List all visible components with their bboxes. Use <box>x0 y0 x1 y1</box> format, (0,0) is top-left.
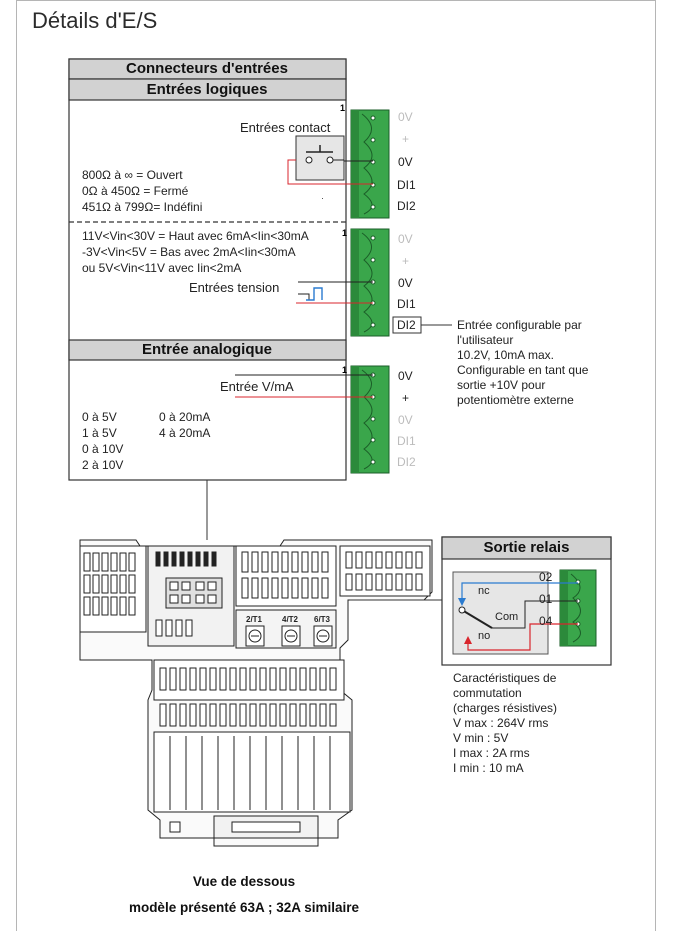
logic-inputs-header <box>68 78 347 101</box>
contact-pin-di1: DI1 <box>397 178 416 192</box>
analog-pin-0v-a: 0V <box>398 369 413 383</box>
analog-input-title: Entrée analogique <box>141 341 273 358</box>
voltage-pulse <box>306 287 323 301</box>
di2-note-3: 10.2V, 10mA max. <box>457 348 554 362</box>
di2-note-6: potentiomètre externe <box>457 393 574 407</box>
di2-note-2: l'utilisateur <box>457 333 514 347</box>
analog-range-v-3: 0 à 10V <box>82 442 124 456</box>
di2-note-1: Entrée configurable par <box>457 318 582 332</box>
contact-label: Entrées contact <box>240 120 331 135</box>
contact-line-1: 800Ω à ∞ = Ouvert <box>82 168 183 182</box>
contact-pin-di2: DI2 <box>397 199 416 213</box>
caption-line-2: modèle présenté 63A ; 32A similaire <box>128 900 360 915</box>
analog-input-header <box>68 339 347 361</box>
caption-line-1: Vue de dessous <box>192 874 296 889</box>
relay-no-label: no <box>478 630 491 642</box>
analog-range-ma-2: 4 à 20mA <box>159 426 211 440</box>
page-frame <box>16 0 656 931</box>
contact-pin-0v-a: 0V <box>398 110 413 124</box>
voltage-line-3: ou 5V<Vin<11V avec Iin<2mA <box>82 261 242 275</box>
analog-pin-plus: + <box>402 391 410 405</box>
unit-label-3: 6/T3 <box>314 615 331 624</box>
relay-terminal-04: 04 <box>539 614 553 628</box>
analog-label: Entrée V/mA <box>220 379 294 394</box>
relay-connector <box>559 569 597 647</box>
analog-range-v-1: 0 à 5V <box>82 410 117 424</box>
drive-unit <box>79 539 433 847</box>
unit-label-2: 4/T2 <box>282 615 299 624</box>
voltage-pin-0v-a: 0V <box>398 232 413 246</box>
relay-spec-2: commutation <box>453 686 522 700</box>
logic-inputs-title: Entrées logiques <box>146 81 268 98</box>
voltage-pin-number: 1 <box>342 228 348 238</box>
relay-nc-wire <box>461 582 578 600</box>
analog-pin-di1: DI1 <box>397 434 416 448</box>
relay-com-wire <box>492 600 578 629</box>
contact-line-3: 451Ω à 799Ω= Indéfini <box>82 200 203 214</box>
relay-terminal-01: 01 <box>539 592 553 606</box>
di2-note-4: Configurable en tant que <box>457 363 589 377</box>
unit-label-1: 2/T1 <box>246 615 263 624</box>
relay-spec-5: V min : 5V <box>453 731 509 745</box>
voltage-line-1: 11V<Vin<30V = Haut avec 6mA<Iin<30mA <box>82 229 309 243</box>
analog-pin-0v-b: 0V <box>398 413 413 427</box>
relay-spec-7: I min : 10 mA <box>453 761 524 775</box>
relay-no-wire <box>467 623 578 651</box>
relay-com-label: Com <box>495 611 519 623</box>
analog-pin-di2: DI2 <box>397 455 416 469</box>
relay-spec-3: (charges résistives) <box>453 701 558 715</box>
contact-pin-plus: + <box>402 132 410 146</box>
contact-pin-number: 1 <box>340 103 346 113</box>
voltage-pin-plus: + <box>402 254 410 268</box>
relay-switch-arm <box>461 609 493 629</box>
input-connectors-panel <box>68 58 347 481</box>
contact-pin-0v-b: 0V <box>398 155 413 169</box>
voltage-line-2: -3V<Vin<5V = Bas avec 2mA<Iin<30mA <box>82 245 296 259</box>
relay-spec-1: Caractéristiques de <box>453 671 557 685</box>
analog-range-v-2: 1 à 5V <box>82 426 117 440</box>
analog-pin-number: 1 <box>342 365 348 375</box>
analog-connector <box>350 365 390 474</box>
di2-note-5: sortie +10V pour <box>457 378 546 392</box>
page-title: Détails d'E/S <box>32 8 158 33</box>
relay-nc-label: nc <box>478 585 490 597</box>
voltage-label: Entrées tension <box>189 280 280 295</box>
contact-connector <box>350 109 390 219</box>
relay-header <box>441 536 612 560</box>
relay-title: Sortie relais <box>483 539 570 556</box>
input-connectors-title: Connecteurs d'entrées <box>126 60 288 77</box>
relay-spec-6: I max : 2A rms <box>453 746 530 760</box>
relay-spec-4: V max : 264V rms <box>453 716 549 730</box>
contact-switch <box>287 135 373 199</box>
voltage-pin-0v-b: 0V <box>398 276 413 290</box>
voltage-pin-di1: DI1 <box>397 297 416 311</box>
relay-terminal-02: 02 <box>539 570 553 584</box>
voltage-pin-di2: DI2 <box>397 318 416 332</box>
analog-range-v-4: 2 à 10V <box>82 458 124 472</box>
analog-range-ma-1: 0 à 20mA <box>159 410 211 424</box>
contact-line-2: 0Ω à 450Ω = Fermé <box>82 184 189 198</box>
